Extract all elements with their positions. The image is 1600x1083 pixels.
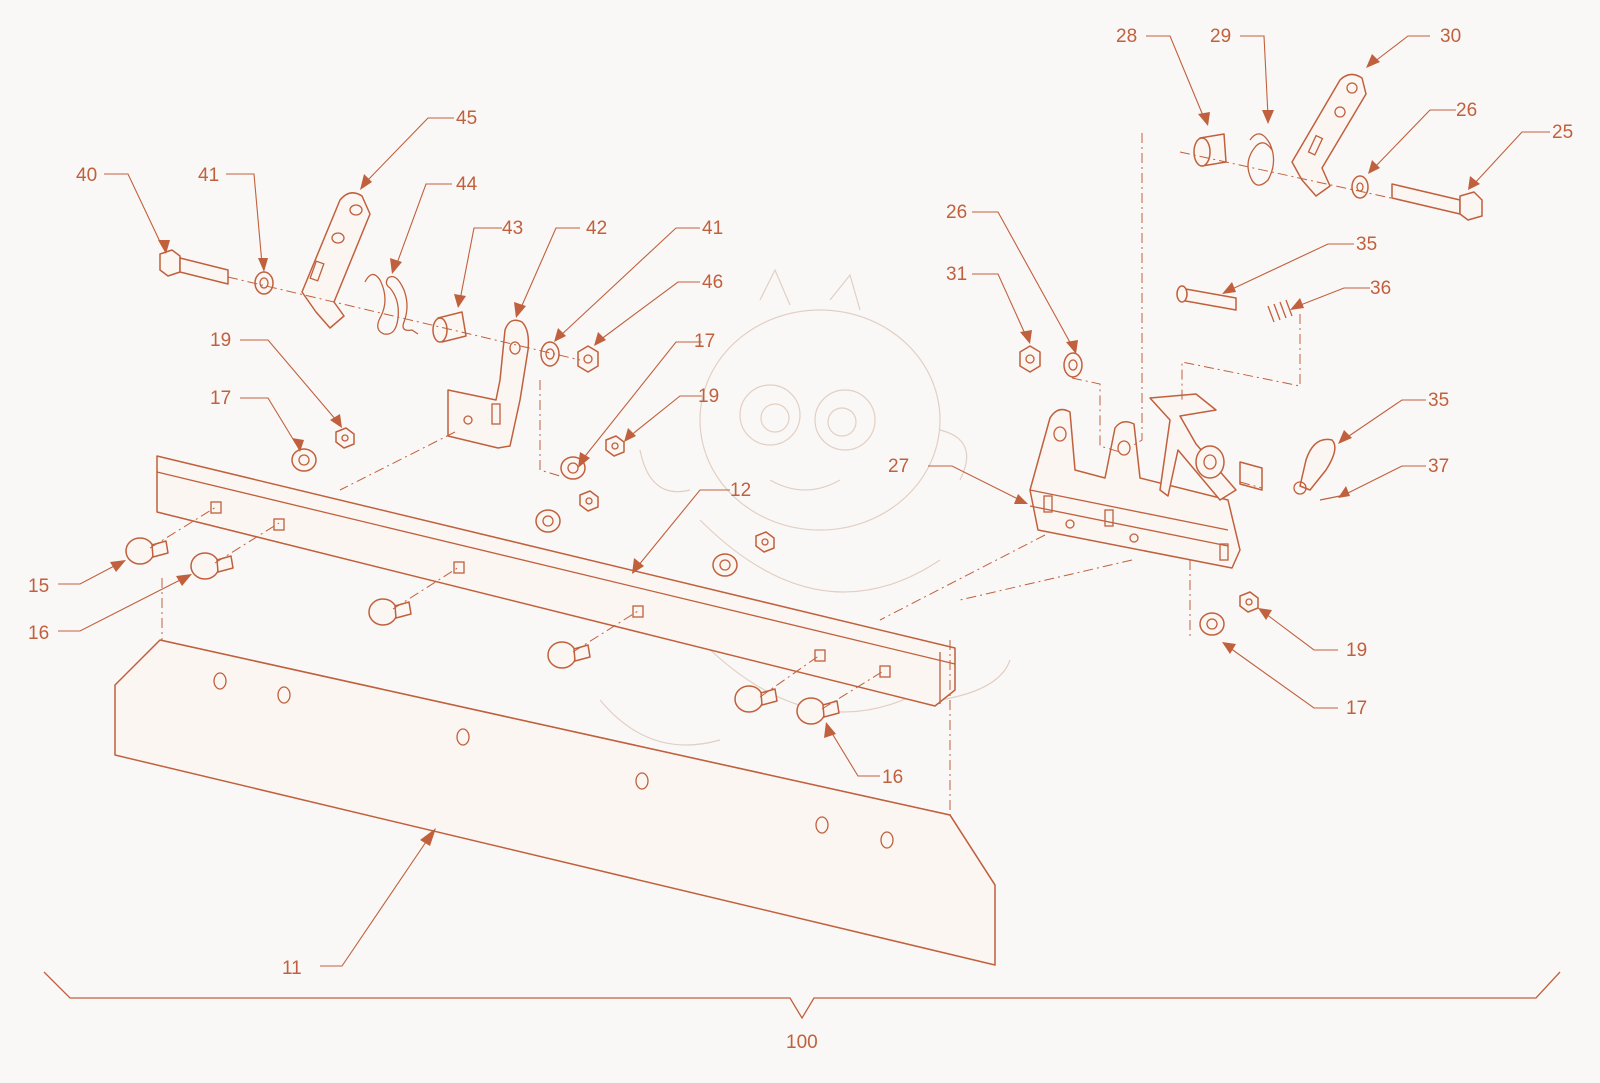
callout-31: 31	[946, 264, 967, 285]
right-pivot-assembly	[1019, 73, 1483, 569]
callout-46: 46	[702, 272, 723, 293]
callout-26-right: 26	[1456, 100, 1477, 121]
callout-41-right: 41	[702, 218, 723, 239]
callout-17-right: 17	[1346, 698, 1367, 719]
callout-17-mid: 17	[694, 331, 715, 352]
callout-11: 11	[282, 958, 302, 979]
callout-44: 44	[456, 174, 478, 195]
callout-labels: 11 12 15 16 16 17 19 17 19 40 41 45 44 4…	[28, 26, 1573, 1053]
left-pivot-assembly	[159, 192, 599, 449]
callout-45: 45	[456, 108, 477, 129]
callout-16-left: 16	[28, 623, 49, 644]
callout-27: 27	[888, 456, 909, 477]
carriage-bolts	[125, 537, 840, 725]
callout-40: 40	[76, 165, 97, 186]
callout-12: 12	[730, 480, 751, 501]
callout-29: 29	[1210, 26, 1231, 47]
callout-28: 28	[1116, 26, 1137, 47]
callout-36: 36	[1370, 278, 1391, 299]
callout-25: 25	[1552, 122, 1573, 143]
callout-26-mid: 26	[946, 202, 967, 223]
callout-35-lower: 35	[1428, 390, 1449, 411]
assembly-brace	[43, 971, 1561, 1020]
callout-17-left: 17	[210, 388, 231, 409]
callout-19-mid: 19	[698, 386, 719, 407]
callout-19-right: 19	[1346, 640, 1367, 661]
callout-35-top: 35	[1356, 234, 1377, 255]
callout-leaders	[58, 35, 1550, 967]
callout-43: 43	[502, 218, 523, 239]
callout-30: 30	[1440, 26, 1461, 47]
callout-19-left: 19	[210, 330, 231, 351]
callout-100: 100	[786, 1032, 818, 1053]
callout-16-right: 16	[882, 767, 903, 788]
callout-15: 15	[28, 576, 49, 597]
callout-37: 37	[1428, 456, 1449, 477]
callout-42: 42	[586, 218, 607, 239]
rail-part-12	[156, 455, 956, 707]
callout-41-left: 41	[198, 165, 219, 186]
